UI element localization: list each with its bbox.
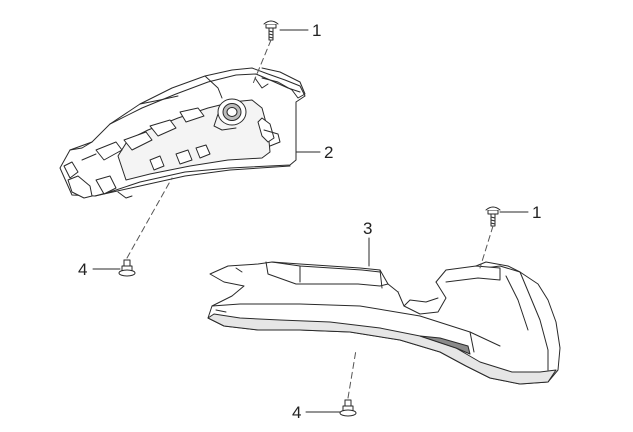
callout-3: 3	[363, 219, 372, 238]
assembly-line-rivet-bottom	[347, 349, 357, 399]
assembly-line-screw-top	[251, 39, 272, 87]
callout-1-right: 1	[532, 203, 541, 222]
rivet-left	[118, 259, 136, 277]
screw-top	[263, 20, 279, 41]
callout-2: 2	[324, 143, 333, 162]
callout-4-left: 4	[78, 260, 87, 279]
assembly-line-screw-right	[479, 225, 494, 269]
callout-4-bottom: 4	[292, 403, 301, 422]
cover-panel-part	[207, 261, 561, 385]
callout-1-top: 1	[312, 21, 321, 40]
assembly-lines	[126, 39, 494, 399]
screw-right	[485, 206, 501, 227]
leader-lines	[92, 29, 529, 413]
bracket-panel-part	[59, 67, 306, 199]
rivet-bottom	[339, 399, 357, 417]
assembly-line-rivet-left	[126, 177, 173, 259]
